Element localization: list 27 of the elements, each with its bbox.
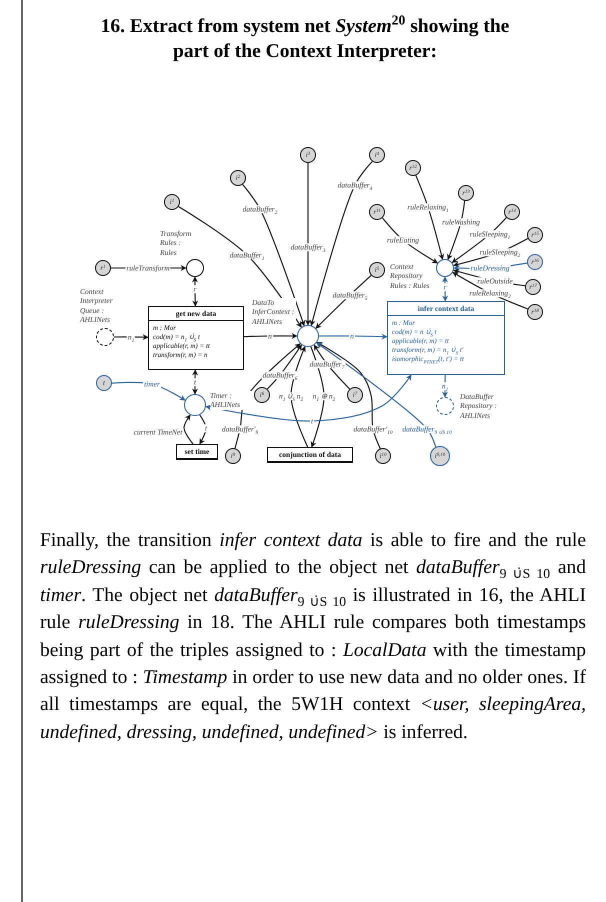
arc [205, 374, 412, 422]
arc [290, 346, 308, 448]
arc [310, 161, 373, 326]
arc [447, 200, 466, 260]
caption-text: Finally, the transition infer context data is able to fire and the rule ruleDressing can be applied to the object net dataBuffer$_{9 ∪̇S 10}$ and timer. The object net dataBuffer$_{9 ∪̇S 10}$ is illustrated in 16, the AHLI rule ruleDressing in 18. The AHLI rule compares both timestamps being part of the triples assigned to : LocalData with the timestamp assigned to : Timestamp in order to use new data and no older ones. If all timestamps are equal, the 5W1H context <user, sleepingArea, undefined, dressing, undefined, undefined> is inferred. [40, 529, 586, 745]
place-circle [186, 259, 204, 277]
place-circle [436, 397, 454, 415]
arc [242, 184, 306, 326]
arc [316, 342, 436, 448]
transition-box [387, 301, 505, 375]
title: 16. Extract from system net System$^{20}$ showing the part of the Context Interpreter: [100, 14, 510, 64]
arc [415, 175, 444, 260]
place-circle [184, 394, 206, 416]
arc [183, 414, 194, 444]
arc [442, 276, 448, 302]
arc [192, 276, 198, 307]
arc [316, 342, 381, 449]
arc [305, 163, 311, 326]
place-circle [96, 328, 114, 346]
arc [244, 332, 298, 339]
transition-box [148, 306, 244, 370]
arc [319, 334, 388, 340]
arc [314, 344, 350, 390]
place-circle [436, 259, 454, 277]
arc [452, 217, 507, 264]
place-circle [297, 325, 319, 347]
arc [114, 334, 149, 340]
